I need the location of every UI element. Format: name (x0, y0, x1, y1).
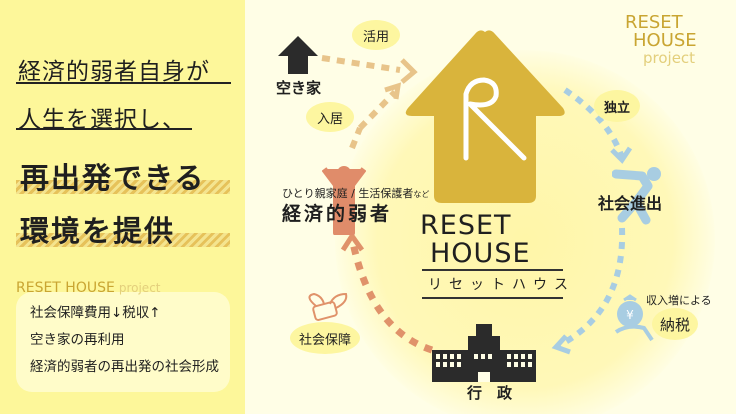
reset-house-logo: RESET HOUSE (420, 210, 531, 269)
emphasis-line-2: 環境を提供 (20, 214, 176, 248)
use-label: 活用 (352, 20, 400, 50)
headline-line-1: 経済的弱者自身が (18, 59, 210, 85)
independence-label: 独立 (594, 90, 640, 122)
vacant-house-icon (278, 36, 318, 74)
vulnerable-title: 経済的弱者 (282, 203, 393, 225)
reset-house-icon (405, 30, 565, 203)
money-bag-hand-icon: ¥ (614, 294, 654, 342)
corner-logo: RESET HOUSE project (625, 12, 697, 67)
government-building-icon (432, 324, 536, 382)
logo-rule (422, 269, 563, 271)
runner-icon (612, 167, 661, 225)
left-panel: 経済的弱者自身が 人生を選択し、 再出発できる 環境を提供 社会保障費用↓税収↑… (0, 0, 245, 414)
tax-subtitle: 収入増による (646, 294, 712, 307)
flying-money-icon (308, 292, 348, 321)
vacant-house-label: 空き家 (276, 79, 322, 97)
government-label: 行 政 (467, 384, 513, 402)
vulnerable-subtitle: ひとり親家庭 / 生活保護者など (282, 187, 430, 200)
person-cheering-icon (322, 166, 366, 235)
benefit-item: 社会保障費用↓税収↑ (30, 305, 161, 321)
logo-rule (422, 297, 563, 299)
social-security-label: 社会保障 (290, 322, 360, 354)
headline-underline (16, 128, 192, 130)
move-in-label: 入居 (306, 102, 354, 132)
benefits-box: 社会保障費用↓税収↑ 空き家の再利用 経済的弱者の再出発の社会形成 (16, 292, 230, 392)
society-label: 社会進出 (598, 194, 663, 213)
tax-label: 納税 (652, 308, 698, 340)
headline-underline (16, 82, 231, 84)
katakana-label: リセットハウス (428, 277, 575, 293)
benefit-item: 経済的弱者の再出発の社会形成 (30, 359, 219, 375)
emphasis-line-1: 再出発できる (20, 161, 206, 195)
highlight-hatch (16, 180, 230, 194)
benefit-item: 空き家の再利用 (30, 332, 125, 348)
svg-text:¥: ¥ (626, 308, 634, 322)
highlight-hatch (16, 233, 230, 247)
